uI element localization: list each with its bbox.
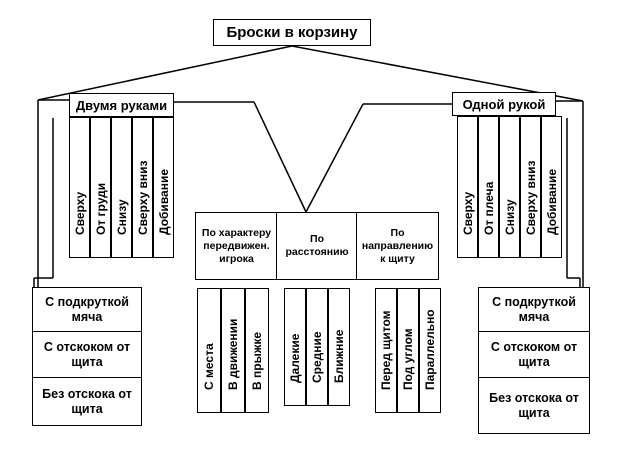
center-group1-column-1: С места (197, 288, 221, 413)
right-column-4: Сверху вниз (520, 116, 541, 258)
left-box-1: С подкруткой мяча (32, 287, 142, 333)
right-column-5: Добивание (541, 116, 562, 258)
right-column-2: От плеча (478, 116, 499, 258)
center-group3-column-3: Параллельно (419, 288, 441, 413)
left-column-label: Добивание (156, 168, 171, 235)
right-column-label: Сверху вниз (523, 160, 538, 235)
left-column-4: Сверху вниз (132, 117, 153, 258)
center-column-label: С места (202, 343, 216, 390)
right-column-label: Добивание (544, 168, 559, 235)
center-column-label: Параллельно (423, 309, 437, 390)
center-group2-column-3: Ближние (328, 288, 350, 406)
center-column-label: Средние (310, 331, 324, 383)
right-column-label: От плеча (481, 181, 496, 235)
center-column-label: В движении (226, 318, 240, 390)
center-column-label: Ближние (332, 329, 346, 383)
left-column-5: Добивание (153, 117, 174, 258)
right-column-label: Сверху (460, 191, 475, 235)
left-column-2: От груди (90, 117, 111, 258)
left-column-label: От груди (93, 182, 108, 235)
right-header: Одной рукой (452, 92, 556, 116)
left-header: Двумя руками (69, 93, 174, 117)
right-box-2: С отскоком от щита (478, 331, 590, 379)
left-box-2: С отскоком от щита (32, 331, 142, 379)
right-column-label: Снизу (502, 199, 517, 235)
left-column-label: Снизу (114, 199, 129, 235)
center-header-1: По характеру передвижен. игрока (195, 212, 278, 280)
left-box-3: Без отскока от щита (32, 377, 142, 426)
center-group3-column-2: Под углом (397, 288, 419, 413)
left-column-label: Сверху (72, 191, 87, 235)
center-group2-column-2: Средние (306, 288, 328, 406)
center-header-2: По расстоянию (276, 212, 358, 280)
left-column-3: Снизу (111, 117, 132, 258)
right-column-3: Снизу (499, 116, 520, 258)
root-box: Броски в корзину (213, 19, 371, 46)
right-column-1: Сверху (457, 116, 478, 258)
right-box-1: С подкруткой мяча (478, 287, 590, 333)
center-header-3: По направлению к щиту (356, 212, 439, 280)
center-column-label: Перед щитом (379, 310, 393, 390)
center-column-label: Под углом (401, 328, 415, 390)
center-group2-column-1: Далекие (284, 288, 306, 406)
center-group3-column-1: Перед щитом (375, 288, 397, 413)
center-group1-column-3: В прыжке (245, 288, 269, 413)
center-column-label: Далекие (288, 333, 302, 383)
left-column-1: Сверху (69, 117, 90, 258)
center-group1-column-2: В движении (221, 288, 245, 413)
center-column-label: В прыжке (250, 331, 264, 390)
right-box-3: Без отскока от щита (478, 377, 590, 434)
left-column-label: Сверху вниз (135, 160, 150, 235)
